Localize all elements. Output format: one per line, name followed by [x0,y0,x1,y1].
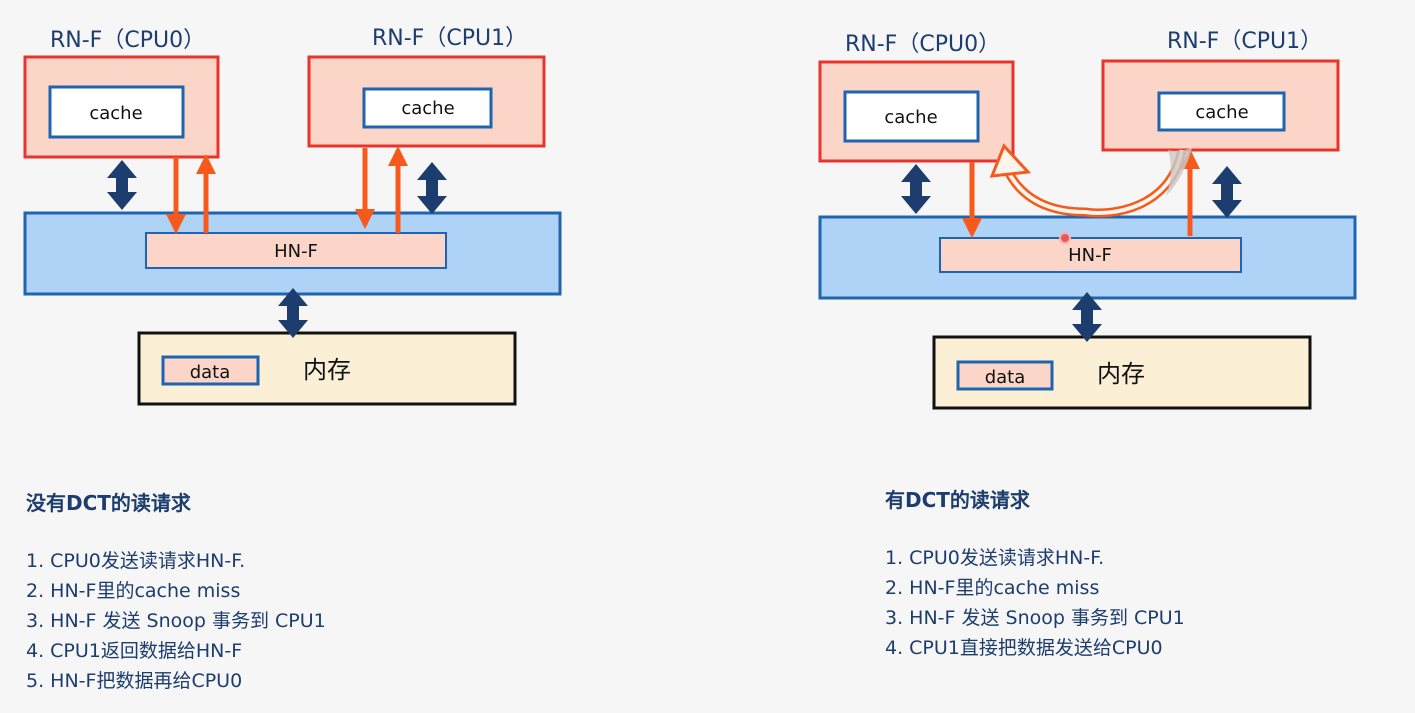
right-cpu1-title: RN-F（CPU1） [1167,29,1322,54]
right-step-item: 1. CPU0发送读请求HN-F. [885,547,1105,569]
left-cpu1-cache [362,87,493,129]
left-cpu0-cache [48,85,185,139]
right-cpu0-bus-arrow [901,164,931,214]
left-hnf-node [145,232,447,269]
left-cpu1-title: RN-F（CPU1） [372,26,527,51]
left-cpu0-title: RN-F（CPU0） [50,28,205,53]
left-memory-data [161,355,260,386]
left-memory-data-label: data [190,362,231,383]
left-memory-bus-arrow [278,288,308,338]
right-hnf-node [939,237,1242,273]
right-step-item: 4. CPU1直接把数据发送给CPU0 [885,637,1163,659]
pointer-dot [1059,232,1071,244]
left-step-item: 4. CPU1返回数据给HN-F [26,640,243,662]
left-memory-label: 内存 [303,356,351,384]
right-memory-data-label: data [985,367,1026,388]
right-hnf-label: HN-F [1068,245,1112,266]
left-step-item: 1. CPU0发送读请求HN-F. [26,550,246,572]
left-cpu0-cache-label: cache [89,103,142,124]
right-direct-transfer-arrowhead [989,143,1032,178]
right-cpu1-bus-arrow [1212,166,1242,218]
right-direct-transfer-arrow-inner [1003,149,1184,215]
left-cpu1-cache-label: cache [401,98,454,119]
right-step-item: 3. HN-F 发送 Snoop 事务到 CPU1 [885,607,1185,629]
right-panel: RN-F（CPU0） RN-F（CPU1） cache cache HN-F d… [818,29,1357,410]
right-cpu1-cache [1157,91,1286,132]
right-memory [932,335,1312,410]
right-caption: 有DCT的读请求 [885,488,1030,512]
right-cpu0-cache-label: cache [884,107,937,128]
right-memory-data [956,360,1054,391]
right-direct-transfer-shadow [1166,148,1192,196]
right-direct-transfer-arrow [1000,148,1187,218]
right-steps-list: 1. CPU0发送读请求HN-F. 2. HN-F里的cache miss 3.… [885,543,1185,663]
right-cpu0-cache [843,90,980,143]
right-cpu0-title: RN-F（CPU0） [845,32,1000,57]
left-cpu0-bus-arrow [107,160,137,210]
left-step-item: 3. HN-F 发送 Snoop 事务到 CPU1 [26,610,326,632]
left-steps-list: 1. CPU0发送读请求HN-F. 2. HN-F里的cache miss 3.… [26,546,326,696]
right-step-item: 2. HN-F里的cache miss [885,577,1100,599]
left-caption: 没有DCT的读请求 [26,491,191,515]
left-cpu1-bus-arrow [417,162,447,214]
right-memory-bus-arrow [1072,292,1102,342]
left-panel: RN-F（CPU0） RN-F（CPU1） cache cache HN-F d… [23,26,562,406]
right-cpu1-cache-label: cache [1195,102,1248,123]
left-step-item: 5. HN-F把数据再给CPU0 [26,670,243,692]
right-memory-label: 内存 [1097,360,1145,388]
left-step-item: 2. HN-F里的cache miss [26,580,241,602]
left-hnf-label: HN-F [274,241,318,262]
